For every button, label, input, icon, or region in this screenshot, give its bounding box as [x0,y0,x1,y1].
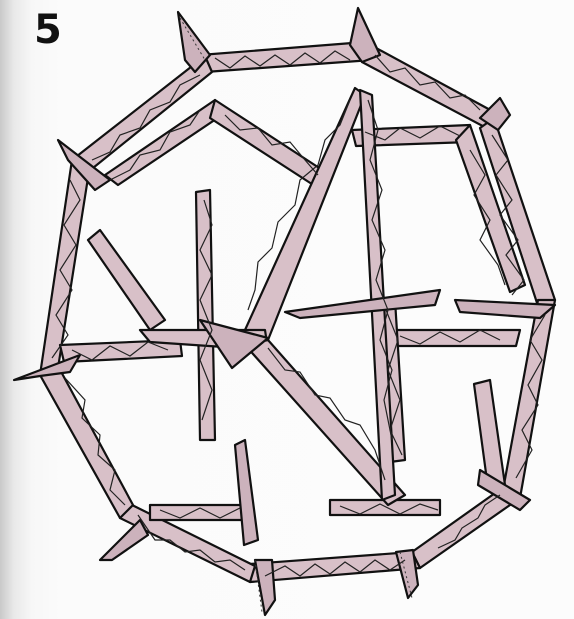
inner-bar-2 [210,100,330,188]
frame-bar-top [200,42,372,72]
frame-bar-left-upper [40,160,90,375]
spike-bottom-right [396,550,418,598]
inner-bar-7 [390,330,520,346]
spike-bottom-left [100,520,148,560]
spike-center-vertical [235,440,258,545]
spike-right-horizontal [285,290,440,318]
central-star-edge-right [360,90,395,500]
inner-bar-5 [88,230,165,330]
spike-bottom-center [255,560,275,615]
inner-bar-8 [474,380,505,488]
frame-bar-left-lower [40,366,133,518]
